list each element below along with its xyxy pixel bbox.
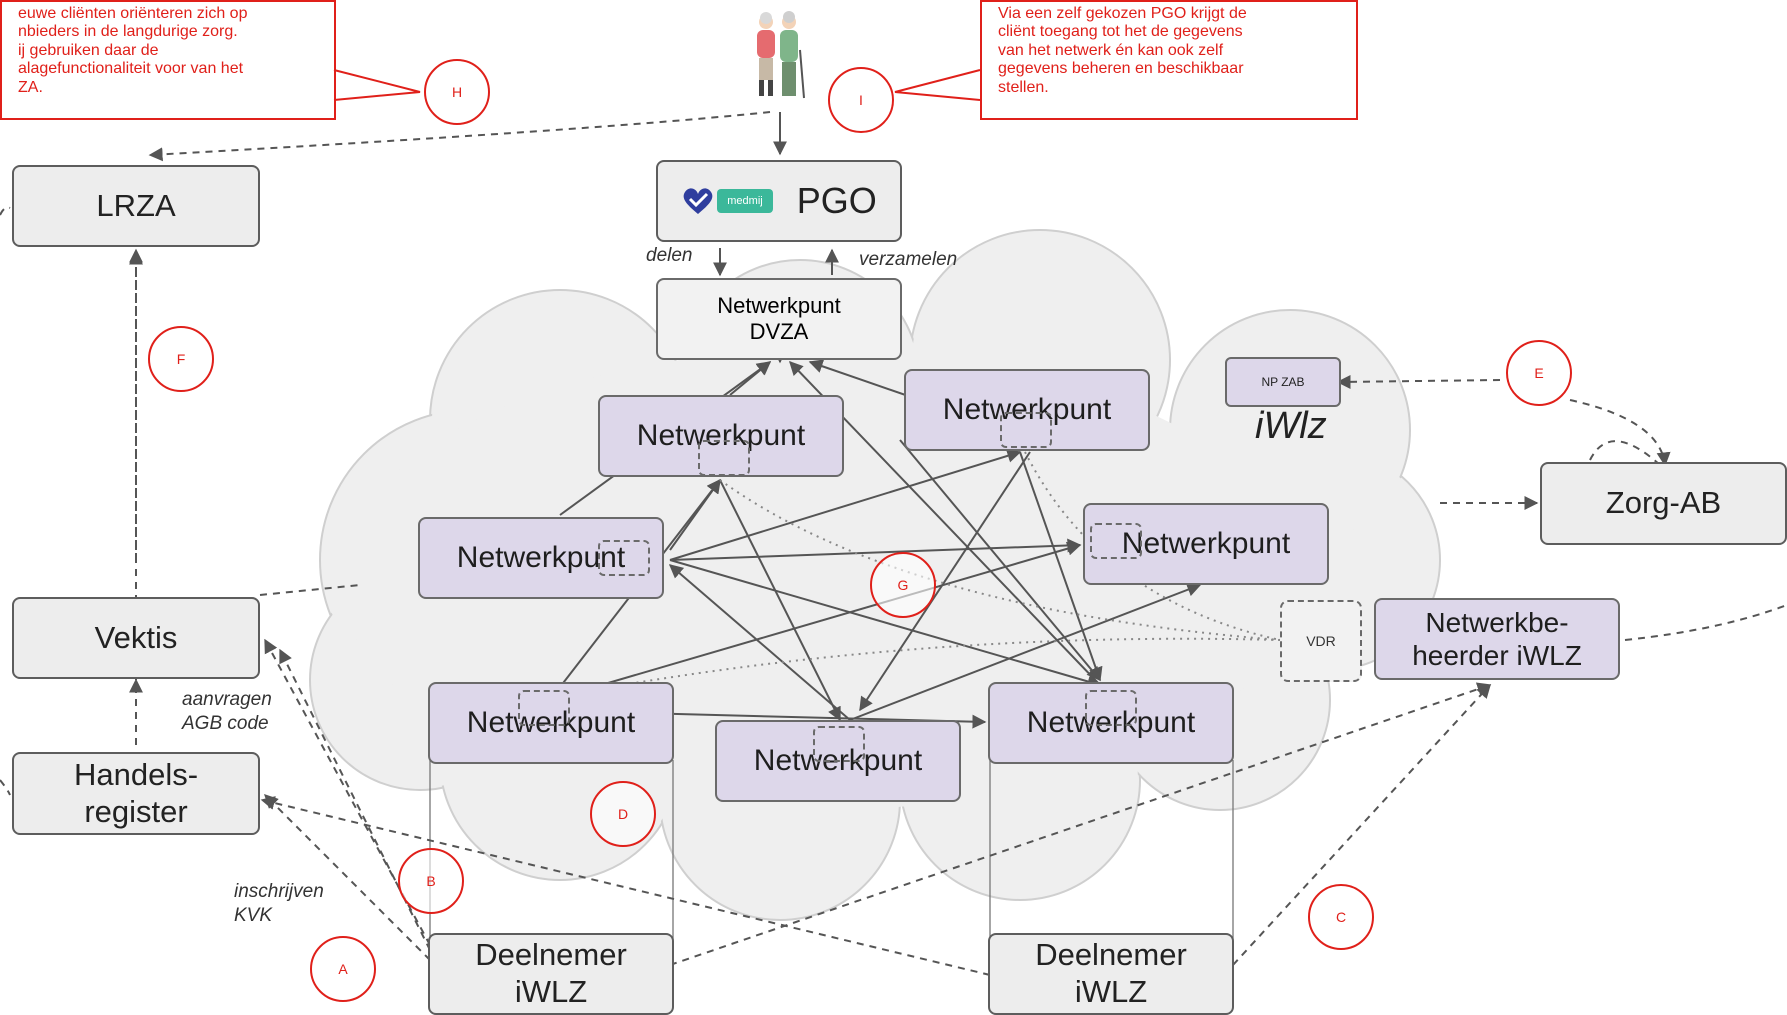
dvza-node: Netwerkpunt DVZA [656, 278, 902, 360]
netwerkpunt-1: Netwerkpunt [598, 395, 844, 477]
netwerkpunt-3: Netwerkpunt [418, 517, 664, 599]
badge-f: F [148, 326, 214, 392]
badge-d: D [590, 781, 656, 847]
badge-e: E [1506, 340, 1572, 406]
netwerkbeheerder-node: Netwerkbe- heerder iWLZ [1374, 598, 1620, 680]
deelnemer-iwlz-2: Deelnemer iWLZ [988, 933, 1234, 1015]
medmij-heart-logo: medmij [681, 186, 773, 216]
badge-c: C [1308, 884, 1374, 950]
netwerkpunt-4: Netwerkpunt [1083, 503, 1329, 585]
deelnemer-iwlz-1: Deelnemer iWLZ [428, 933, 674, 1015]
inschrijven-kvk-label: inschrijven KVK [234, 881, 324, 926]
elderly-couple-icon [748, 10, 808, 100]
netwerkpunt-5: Netwerkpunt [428, 682, 674, 764]
handelsregister-node: Handels- register [12, 752, 260, 835]
netwerkpunt-2: Netwerkpunt [904, 369, 1150, 451]
badge-b: B [398, 848, 464, 914]
badge-i: I [828, 67, 894, 133]
aanvragen-agb-label: aanvragen AGB code [182, 689, 272, 734]
note-i: Via een zelf gekozen PGO krijgt de cliën… [980, 0, 1358, 120]
pgo-label: PGO [796, 179, 877, 221]
verzamelen-label: verzamelen [859, 249, 958, 270]
badge-a: A [310, 936, 376, 1002]
netwerkpunt-3-port [598, 540, 650, 576]
netwerkpunt-6-port [813, 726, 865, 762]
delen-label: delen [646, 245, 693, 266]
vdr-node: VDR [1280, 600, 1362, 682]
netwerkpunt-4-port [1090, 523, 1142, 559]
netwerkpunt-1-port [698, 440, 750, 476]
badge-h: H [424, 59, 490, 125]
medmij-label: medmij [717, 188, 773, 214]
netwerkpunt-5-port [518, 690, 570, 726]
lrza-node: LRZA [12, 165, 260, 247]
netwerkpunt-7-port [1085, 690, 1137, 726]
netwerkpunt-7: Netwerkpunt [988, 682, 1234, 764]
zorg-ab-node: Zorg-AB [1540, 462, 1787, 545]
netwerkpunt-2-port [1000, 412, 1052, 448]
badge-g: G [870, 552, 936, 618]
vektis-node: Vektis [12, 597, 260, 679]
note-h: euwe cliënten oriënteren zich op nbieder… [0, 0, 336, 120]
np-zab-node: NP ZAB [1225, 357, 1341, 407]
pgo-node: medmij PGO [656, 160, 902, 242]
iwlz-label: iWlz [1255, 405, 1327, 447]
